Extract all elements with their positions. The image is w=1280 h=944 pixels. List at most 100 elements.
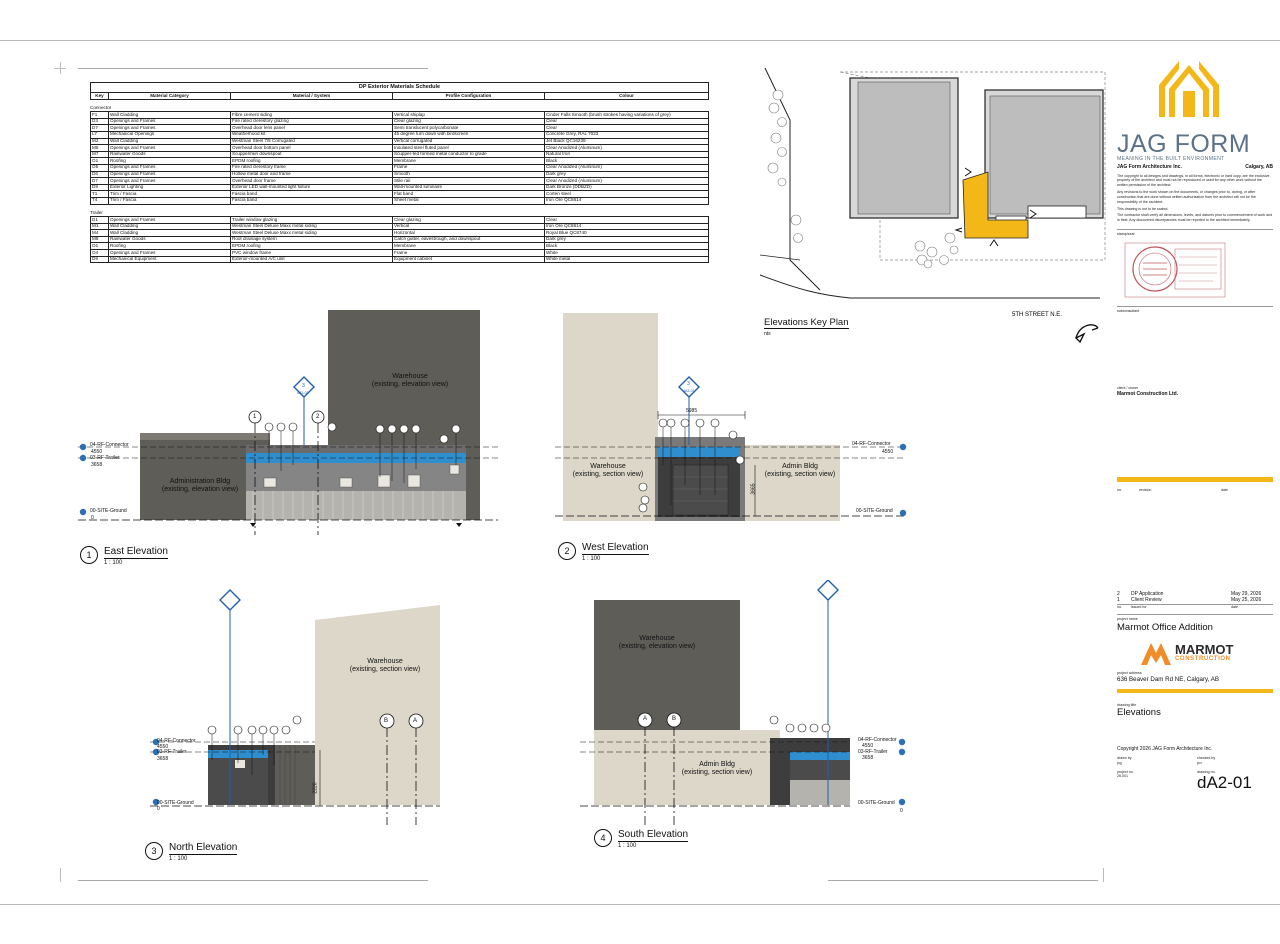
level-ground-value: 0 bbox=[91, 515, 94, 521]
elevation-scale: 1 : 100 bbox=[169, 856, 188, 862]
level-trailer-value: 3658 bbox=[91, 462, 103, 468]
table-cell: Exterior LED wall-mounted light fixture bbox=[230, 183, 393, 192]
table-cell: M7 bbox=[90, 150, 109, 159]
table-cell: Vertical bbox=[392, 222, 545, 231]
dimension-label: 2220 bbox=[312, 782, 319, 794]
table-cell: Frame bbox=[392, 249, 545, 257]
level-trailer-value: 3658 bbox=[862, 755, 874, 761]
table-cell: O1 bbox=[90, 157, 109, 165]
level-trailer-label: 03-RF-Trailer bbox=[858, 749, 888, 755]
scale-note: This drawing is not to be scaled. bbox=[1117, 206, 1169, 211]
project-no: 26.001 bbox=[1117, 774, 1128, 779]
table-cell: Mechanical Openings bbox=[108, 130, 231, 139]
client-name: Marmot Construction Ltd. bbox=[1117, 390, 1179, 397]
section-ref-number: 3 bbox=[687, 381, 690, 387]
project-name-label: project name bbox=[1117, 613, 1273, 622]
table-cell: Concrete Grey, RAL 7023 bbox=[544, 130, 709, 139]
table-cell: Openings and Frames bbox=[108, 170, 231, 179]
schedule-header-table: DP Exterior Materials Schedule Key Mater… bbox=[90, 82, 709, 100]
title-block: JAG FORM MEANING IN THE BUILT ENVIRONMEN… bbox=[1117, 55, 1273, 791]
table-cell: T4 bbox=[90, 196, 109, 205]
grid-bubble-label: 1 bbox=[253, 414, 257, 420]
project-name: Marmot Office Addition bbox=[1117, 621, 1213, 633]
north-warehouse-label: Warehouse (existing, section view) bbox=[349, 658, 421, 674]
table-cell: Rainwater Goods bbox=[108, 150, 231, 159]
crop-mark bbox=[78, 880, 428, 881]
firm-logo-text: JAG FORM bbox=[1117, 130, 1251, 158]
west-admin-label: Admin Bldg (existing, section view) bbox=[764, 463, 836, 479]
table-cell: Royal Blue QC8740 bbox=[544, 229, 709, 237]
issued-no-label: no. bbox=[1117, 604, 1122, 609]
table-cell: Clear glazing bbox=[392, 117, 545, 126]
table-cell: Exterior Lighting bbox=[108, 183, 231, 192]
table-cell: M5 bbox=[90, 144, 109, 152]
east-elevation-drawing bbox=[78, 310, 498, 535]
table-cell: Fascia band bbox=[230, 190, 393, 198]
table-cell: Semi translucent polycarbonate bbox=[392, 124, 545, 132]
table-cell: Frame bbox=[392, 163, 545, 172]
table-cell: Dark Bronze (DDBZD) bbox=[544, 183, 709, 192]
marmot-m-icon bbox=[1141, 642, 1171, 665]
crop-mark bbox=[1103, 868, 1104, 882]
table-cell: Weatherhood kit bbox=[230, 130, 393, 139]
table-cell: Westman Steel Deluxe Maxx metal siding bbox=[230, 222, 393, 231]
key-plan: 5TH STREET N.E. bbox=[760, 60, 1110, 330]
issued-for-label: issued for bbox=[1131, 604, 1147, 609]
west-warehouse-label: Warehouse (existing, section view) bbox=[572, 463, 644, 479]
level-connector-value: 4550 bbox=[882, 449, 894, 455]
issue-date: May 29, 2026 bbox=[1231, 590, 1262, 597]
schedule-group-label: Connector bbox=[90, 104, 112, 110]
table-cell: Black bbox=[544, 242, 709, 251]
table-cell: Clear Anodized (Aluminum) bbox=[544, 177, 709, 185]
revisions-note: Any revisions to the work shown on the d… bbox=[1117, 190, 1256, 204]
verify-note: The contractor shall verify all dimensio… bbox=[1117, 213, 1273, 223]
drawing-title: Elevations bbox=[1117, 707, 1161, 719]
table-cell: EPDM roofing bbox=[230, 157, 393, 165]
section-ref-sheet: dA3-01 bbox=[683, 389, 695, 393]
table-cell: Iron Ore QC8614 bbox=[544, 196, 709, 205]
table-cell: Insulated steel fluted panel bbox=[392, 144, 545, 152]
table-cell: Roofing bbox=[108, 157, 231, 165]
table-cell: D7 bbox=[90, 124, 109, 132]
table-cell: Clear bbox=[544, 117, 709, 126]
divider-accent bbox=[1117, 688, 1273, 693]
marmot-logo-text: MARMOT bbox=[1175, 642, 1234, 658]
table-cell: Equipment cabinet bbox=[392, 255, 545, 264]
level-connector-label: 04-RF-Connector bbox=[858, 737, 897, 743]
project-address: 636 Beaver Dam Rd NE, Calgary, AB bbox=[1117, 675, 1220, 683]
table-cell: Mechanical Equipment bbox=[108, 255, 231, 264]
project-drawing-row: project no. 26.001 drawing no. dA2-01 bbox=[1117, 770, 1273, 792]
issue-desc: Client Review bbox=[1131, 597, 1162, 604]
table-cell: Clear glazing bbox=[392, 216, 545, 224]
section-ref-sheet: dA3-01 bbox=[297, 391, 309, 395]
table-cell: Natural Iron bbox=[544, 150, 709, 159]
table-cell: Overhead door bottom panel bbox=[230, 144, 393, 152]
jag-form-logo-icon bbox=[1159, 61, 1219, 117]
table-cell: O4 bbox=[90, 249, 109, 257]
table-cell: Fire rated clerestory frame bbox=[230, 163, 393, 172]
project-no-label: project no. bbox=[1117, 769, 1134, 774]
table-cell: Jet Black QC16239 bbox=[544, 137, 709, 146]
table-cell: Exterior-mounted A/C unit bbox=[230, 255, 393, 264]
table-cell: F1 bbox=[90, 111, 109, 119]
elevation-name: South Elevation bbox=[618, 829, 689, 842]
east-warehouse-label: Warehouse (existing, elevation view) bbox=[371, 373, 449, 389]
south-warehouse-label: Warehouse (existing, elevation view) bbox=[618, 635, 696, 651]
checked-by-box: checked by jcn bbox=[1197, 756, 1215, 766]
level-connector-label: 04-RF-Connector bbox=[852, 441, 891, 447]
table-cell: White metal bbox=[544, 255, 709, 264]
level-connector-value: 4550 bbox=[862, 743, 874, 749]
checked-by: jcn bbox=[1197, 760, 1202, 765]
issue-row: 2 DP Application May 29, 2026 bbox=[1117, 591, 1273, 598]
elevation-name: North Elevation bbox=[169, 842, 238, 855]
table-cell: Clear Anodized (Aluminum) bbox=[544, 163, 709, 172]
issue-date: May 25, 2026 bbox=[1231, 597, 1262, 604]
level-trailer-label: 03-RF-Trailer bbox=[157, 749, 187, 755]
table-cell: Westman Steel Deluxe Maxx metal siding bbox=[230, 229, 393, 237]
table-cell: D6 bbox=[90, 170, 109, 179]
elevation-number: 2 bbox=[558, 542, 576, 560]
